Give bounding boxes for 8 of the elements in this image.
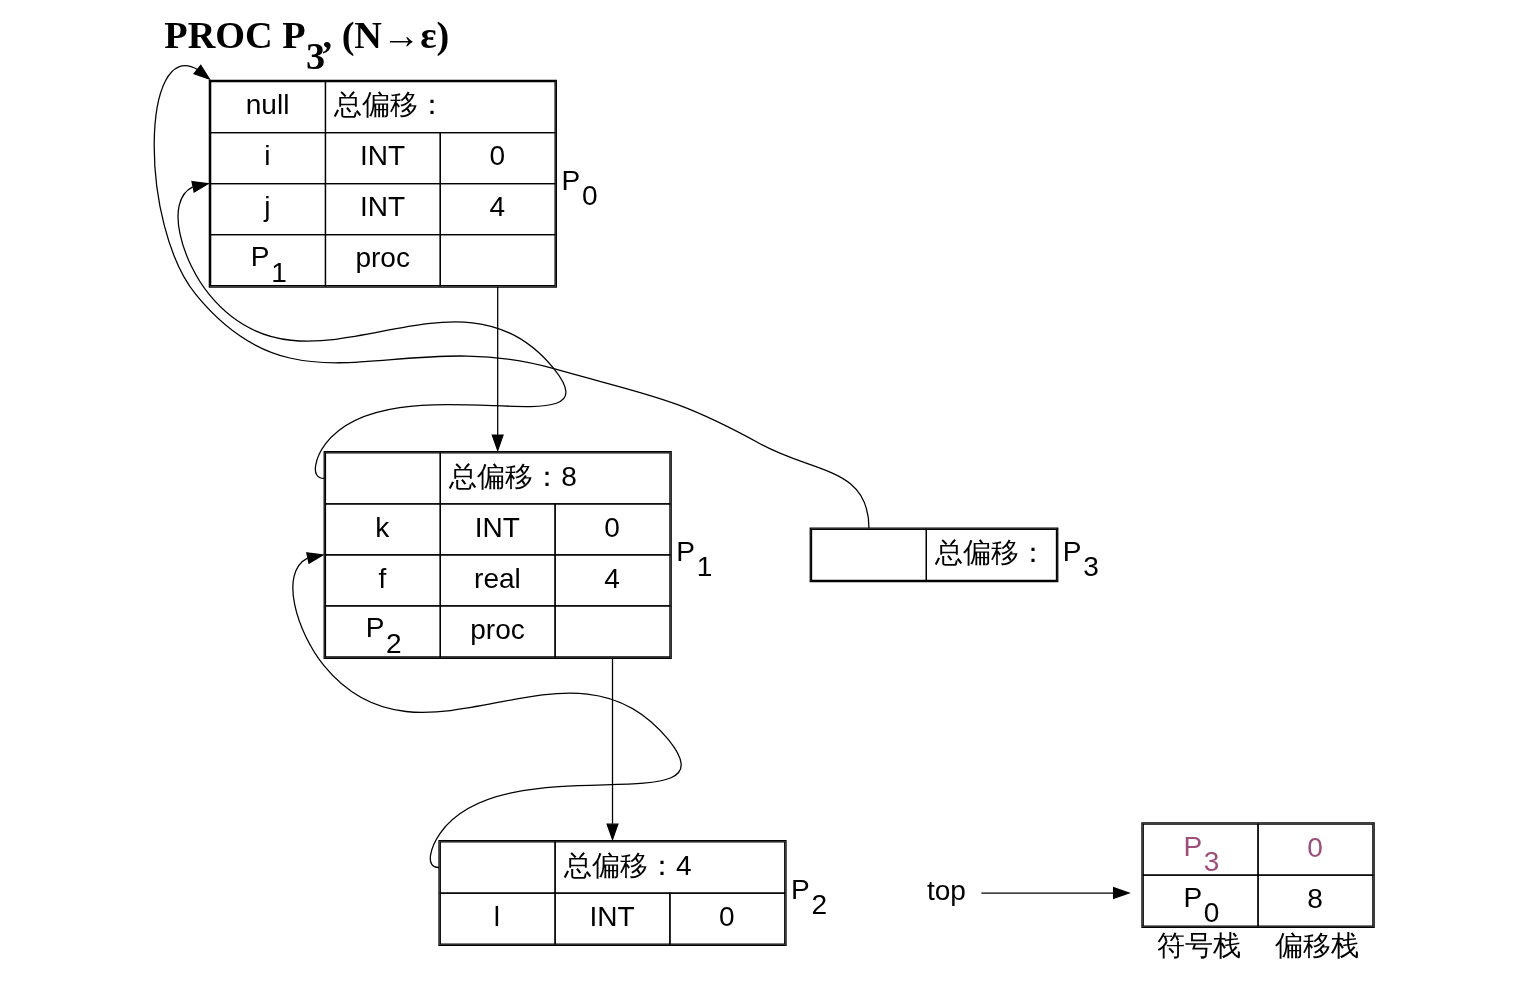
arrow [605,657,619,842]
node-text: top [926,875,966,907]
arrow [176,180,565,480]
arrow [490,286,504,453]
arrow [153,64,870,529]
arrow [980,886,1131,900]
node-label: 符号栈 [1156,930,1241,962]
node-label: 偏移栈 [1274,930,1359,962]
